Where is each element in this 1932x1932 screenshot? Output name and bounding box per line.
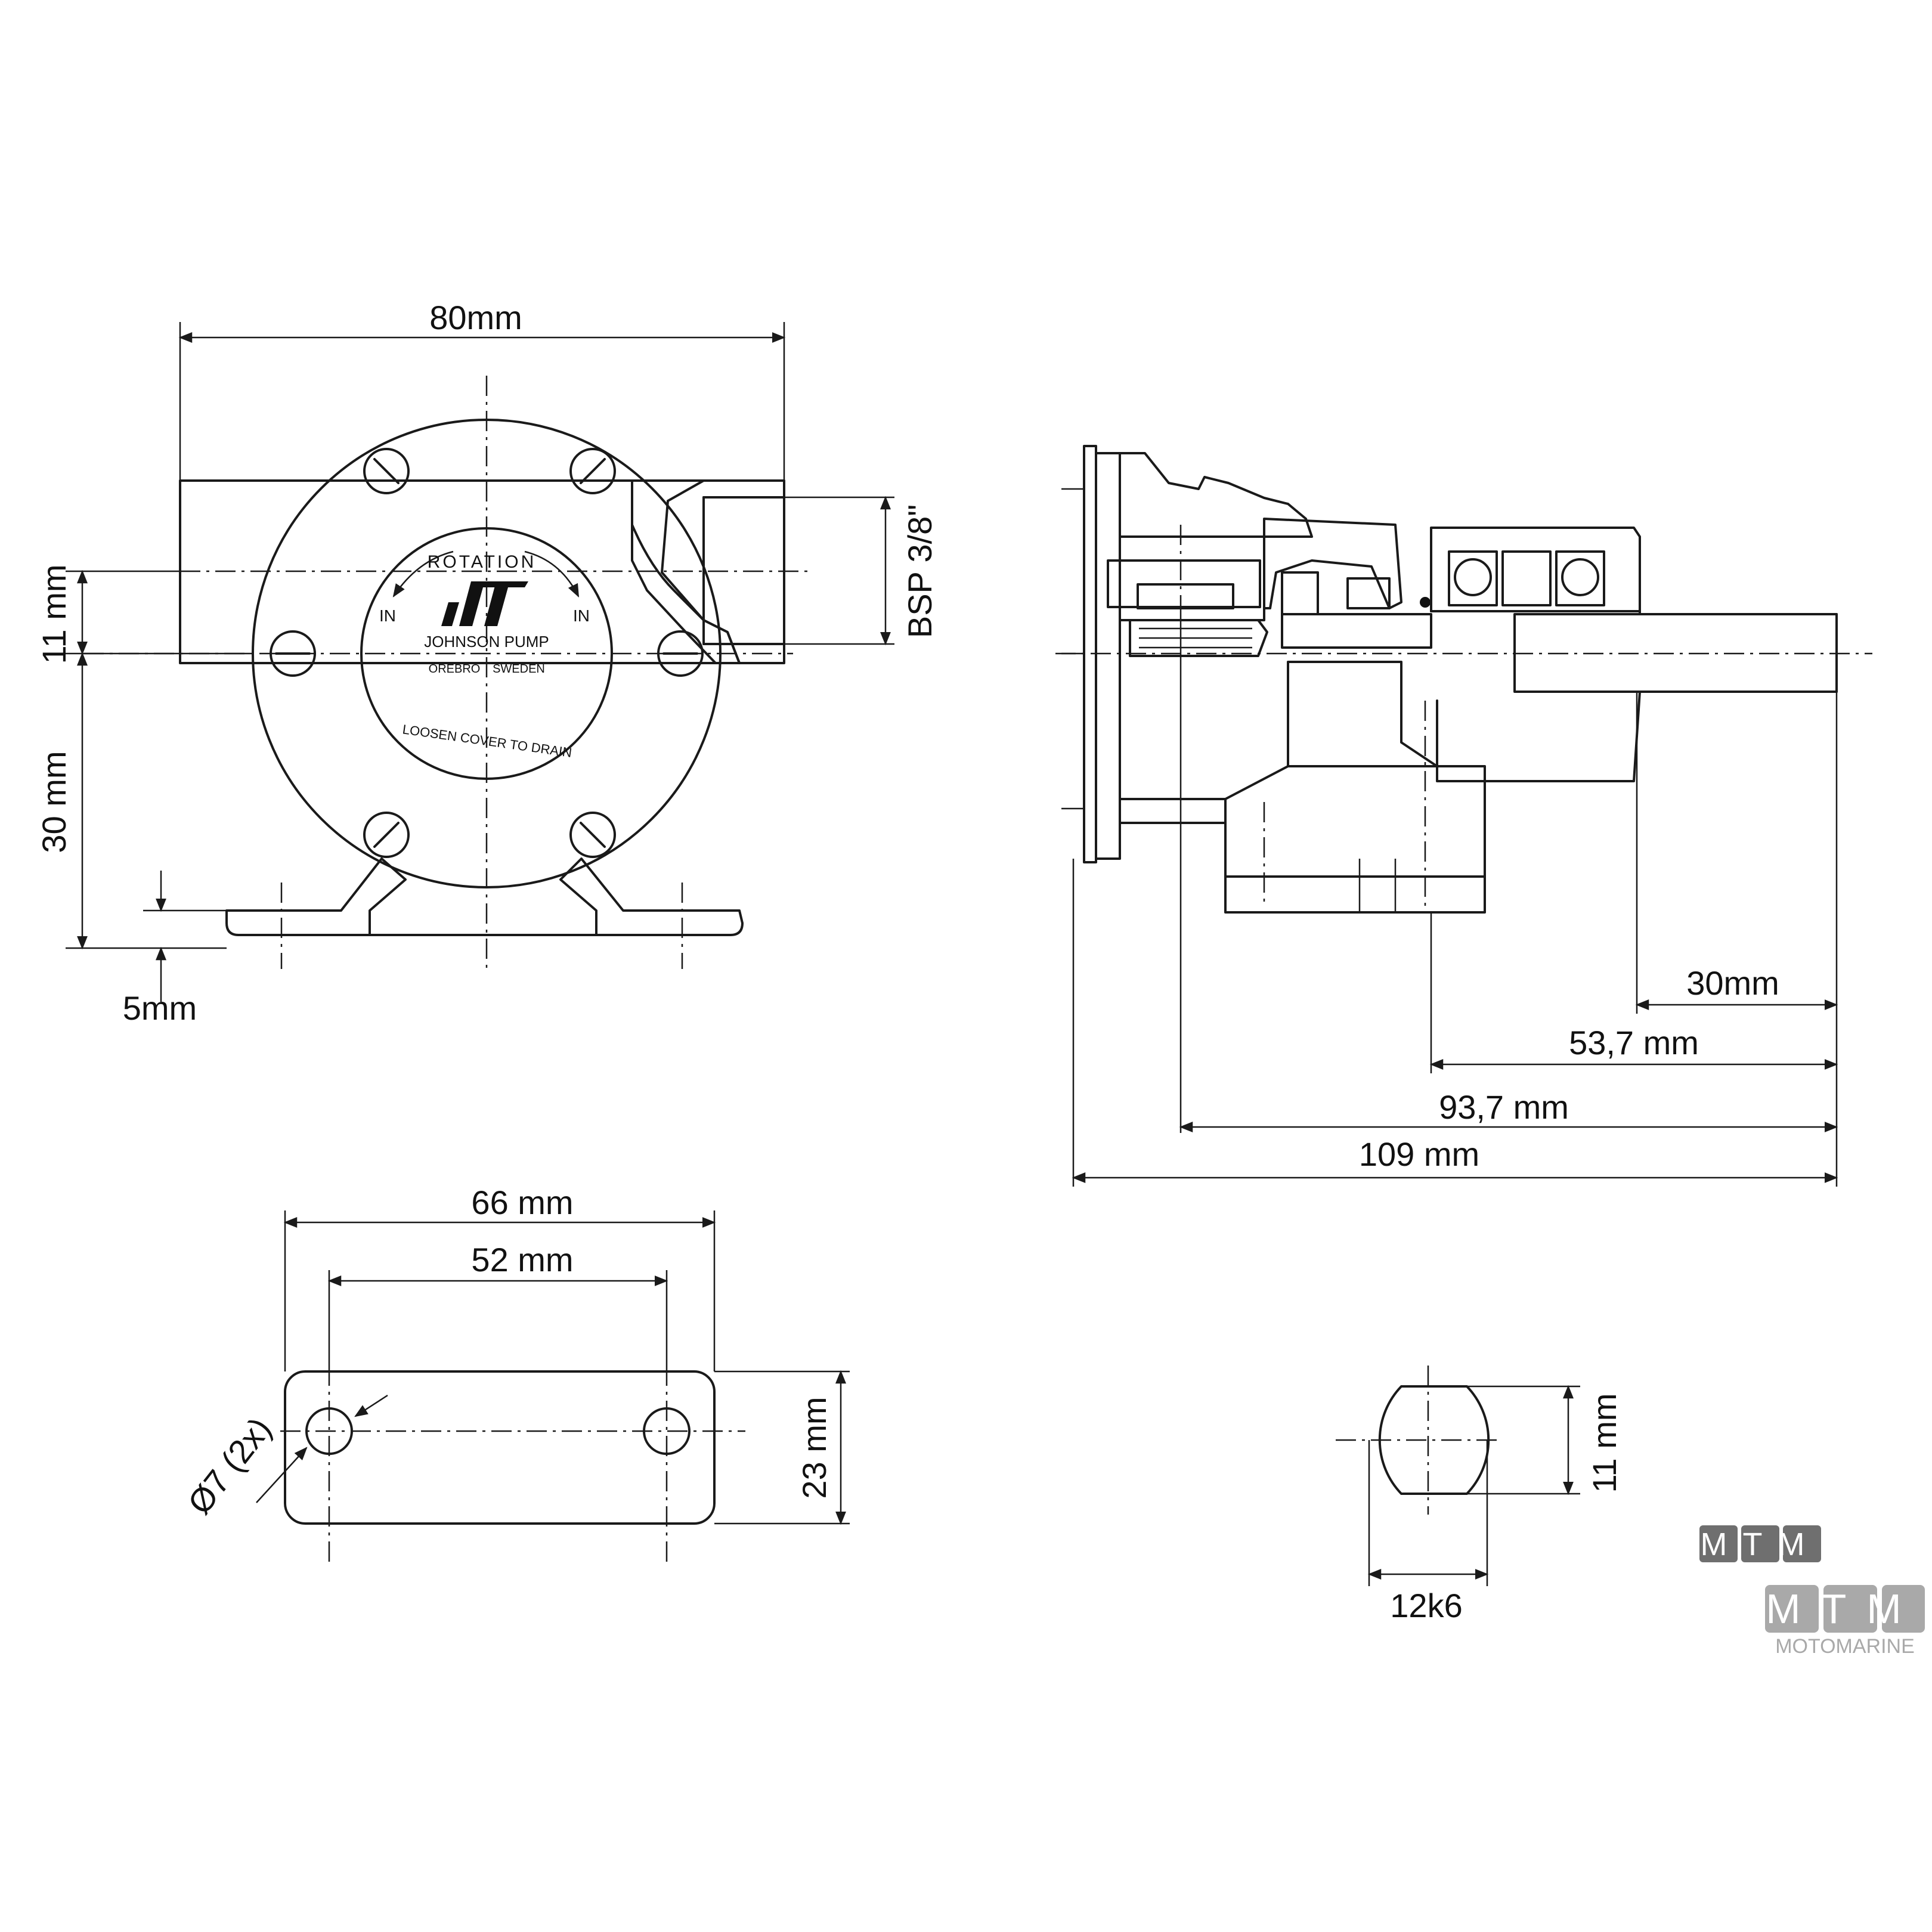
cover-in-left: IN bbox=[379, 606, 396, 625]
dim-66mm: 66 mm bbox=[471, 1184, 573, 1221]
dim-11mm-front: 11 mm bbox=[35, 565, 73, 664]
motomarine-text: MOTOMARINE bbox=[1775, 1635, 1915, 1658]
dim-52mm: 52 mm bbox=[471, 1241, 573, 1278]
cover-country: SWEDEN bbox=[493, 662, 545, 676]
dim-23mm: 23 mm bbox=[795, 1397, 833, 1498]
mtm-large-text: MTM bbox=[1766, 1586, 1921, 1632]
side-dimensions bbox=[1072, 596, 1838, 1187]
side-section-view bbox=[1055, 445, 1872, 914]
cover-in-right: IN bbox=[573, 606, 590, 625]
mtm-watermark-small bbox=[1699, 1525, 1821, 1562]
front-view bbox=[83, 376, 811, 969]
cover-city: ÖREBRO bbox=[429, 662, 481, 676]
dim-12k6: 12k6 bbox=[1390, 1587, 1462, 1624]
johnson-pump-logo bbox=[441, 581, 528, 626]
cover-brand: JOHNSON PUMP bbox=[424, 633, 549, 651]
dim-30mm: 30 mm bbox=[35, 751, 73, 853]
dim-53-7mm: 53,7 mm bbox=[1569, 1024, 1699, 1061]
mtm-watermark-large bbox=[1765, 1585, 1925, 1633]
dim-11mm-shaft: 11 mm bbox=[1586, 1394, 1623, 1493]
cover-rotation-text: ROTATION bbox=[428, 552, 537, 572]
dim-5mm: 5mm bbox=[123, 989, 197, 1027]
foot-plan-view bbox=[256, 1210, 850, 1562]
mtm-small-text: MTM bbox=[1701, 1527, 1820, 1562]
shaft-section-view bbox=[1336, 1366, 1580, 1586]
dim-93-7mm: 93,7 mm bbox=[1439, 1088, 1569, 1126]
dim-80mm: 80mm bbox=[429, 299, 522, 336]
dim-hole-diameter: Ø7 (2x) bbox=[180, 1410, 278, 1521]
dim-109mm: 109 mm bbox=[1359, 1135, 1479, 1173]
dim-30mm-shaft: 30mm bbox=[1686, 964, 1779, 1002]
dim-bsp-thread: BSP 3/8" bbox=[901, 504, 939, 638]
front-dimensions bbox=[66, 322, 894, 1002]
